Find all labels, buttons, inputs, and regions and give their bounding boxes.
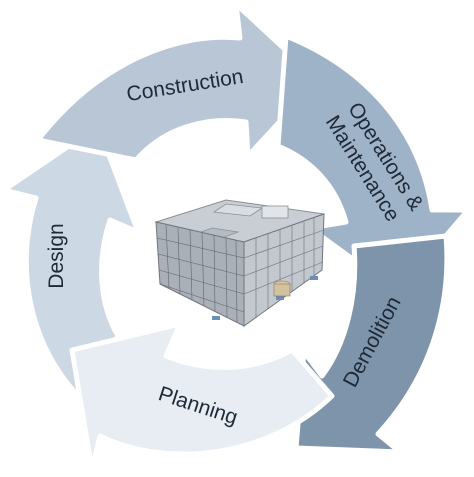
stage-arrow-operations-maintenance [275, 33, 471, 295]
stage-label-design: Design [45, 223, 68, 288]
stage-arrow-planning [69, 321, 335, 473]
stage-arrow-construction [35, 1, 321, 163]
building-model-image [154, 199, 325, 327]
stage-arrow-demolition [293, 233, 450, 455]
